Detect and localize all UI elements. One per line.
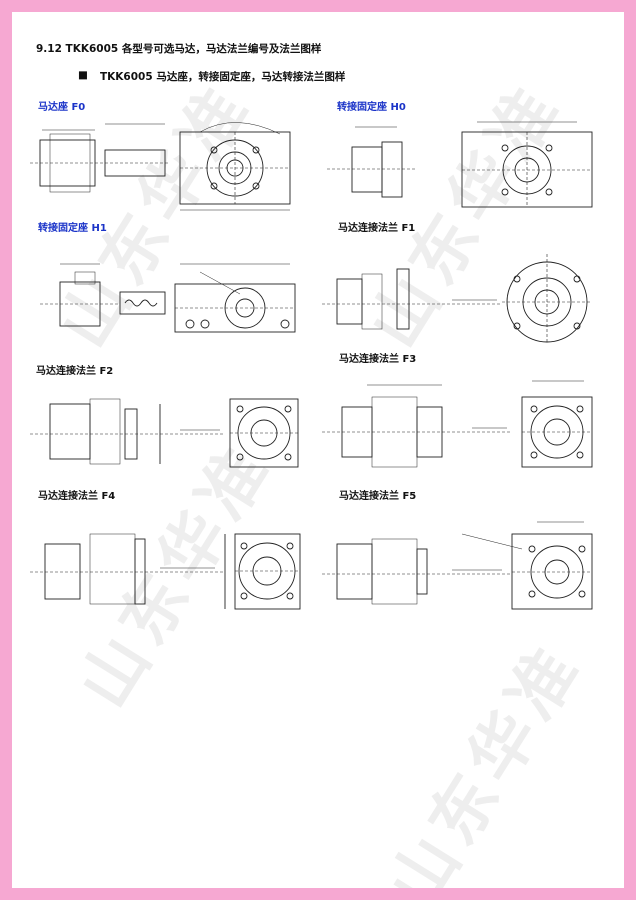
section-title: 9.12 TKK6005 各型号可选马达，马达法兰编号及法兰图样 <box>36 43 322 55</box>
caption-h1: 转接固定座 H1 <box>38 223 107 234</box>
caption-f5: 马达连接法兰 F5 <box>339 491 417 502</box>
caption-h0: 转接固定座 H0 <box>337 102 406 113</box>
watermark: 山东华准 <box>373 628 597 888</box>
caption-f3: 马达连接法兰 F3 <box>339 354 417 365</box>
drawing-f4 <box>30 533 301 610</box>
caption-f0: 马达座 F0 <box>38 102 86 113</box>
drawing-f1 <box>322 254 592 344</box>
drawing-h1 <box>40 263 296 333</box>
bullet-text: TKK6005 马达座，转接固定座，马达转接法兰图样 <box>100 71 346 83</box>
document-page: 9.12 TKK6005 各型号可选马达，马达法兰编号及法兰图样 ■ TKK60… <box>12 12 624 888</box>
drawing-f0 <box>30 122 291 211</box>
bullet-marker: ■ <box>78 69 88 81</box>
drawing-f5 <box>322 521 593 610</box>
caption-f1: 马达连接法兰 F1 <box>338 223 416 234</box>
drawing-f3 <box>322 380 593 468</box>
drawing-f2 <box>30 398 299 468</box>
drawing-h0 <box>327 121 593 208</box>
caption-f4: 马达连接法兰 F4 <box>38 491 116 502</box>
caption-f2: 马达连接法兰 F2 <box>36 366 114 377</box>
